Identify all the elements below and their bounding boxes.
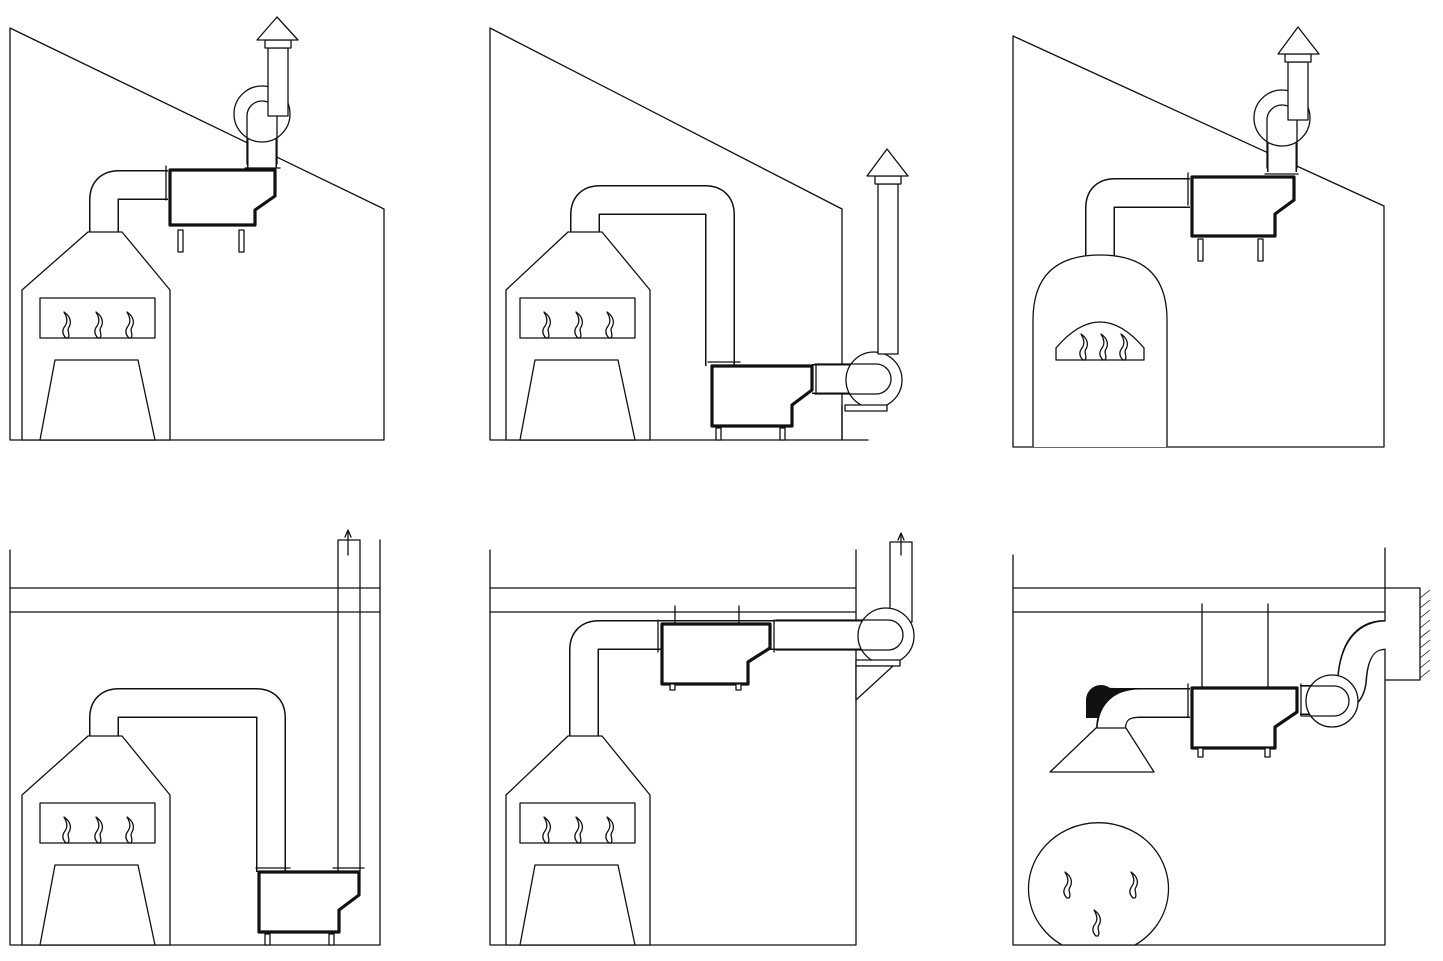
furnace-door xyxy=(519,864,636,946)
louver-hatching xyxy=(1419,589,1431,679)
furnace-window xyxy=(519,802,636,844)
bracket-fan xyxy=(857,607,915,665)
room-outline xyxy=(9,539,381,946)
filter-unit xyxy=(1190,175,1296,238)
filter-unit xyxy=(168,168,277,227)
furnace-door xyxy=(519,359,636,441)
room-outline xyxy=(489,27,843,441)
filter-unit xyxy=(257,870,361,934)
wall-fan xyxy=(1305,674,1359,728)
furnace-window xyxy=(519,297,636,339)
panel-a-roof-fan-furnace xyxy=(9,16,385,441)
panel-d-stack-furnace xyxy=(9,529,381,946)
furnace-window xyxy=(39,802,156,844)
wall-extension xyxy=(841,404,869,441)
wall-louver xyxy=(1384,587,1421,681)
panel-f-wall-fan-vessel xyxy=(1012,547,1431,946)
panel-b-wall-fan-furnace xyxy=(489,27,909,441)
rain-cowl xyxy=(1277,26,1320,55)
capture-hood xyxy=(1049,727,1155,773)
chimney-stack xyxy=(267,47,289,117)
filter-unit xyxy=(1190,686,1299,750)
filter-unit xyxy=(710,364,814,428)
chimney-stack xyxy=(877,183,899,355)
chimney-stack xyxy=(1287,61,1309,121)
room-outline xyxy=(489,549,857,946)
rain-cowl xyxy=(256,16,299,41)
vertical-stack xyxy=(337,539,361,873)
wall-bracket xyxy=(855,665,894,701)
room-outline xyxy=(1012,35,1385,448)
open-flame-vessel xyxy=(1027,822,1170,946)
room-outline xyxy=(1012,547,1386,946)
panel-c-roof-fan-kiln xyxy=(1012,26,1385,448)
wall-fan xyxy=(845,351,903,409)
furnace-window xyxy=(39,297,156,339)
filter-unit xyxy=(660,622,772,686)
furnace-door xyxy=(39,359,156,441)
rain-cowl xyxy=(866,148,909,177)
room-outline xyxy=(9,27,385,441)
kiln-opening xyxy=(1055,321,1145,361)
furnace-door xyxy=(39,864,156,946)
panel-e-bracket-fan-furnace xyxy=(489,532,915,946)
